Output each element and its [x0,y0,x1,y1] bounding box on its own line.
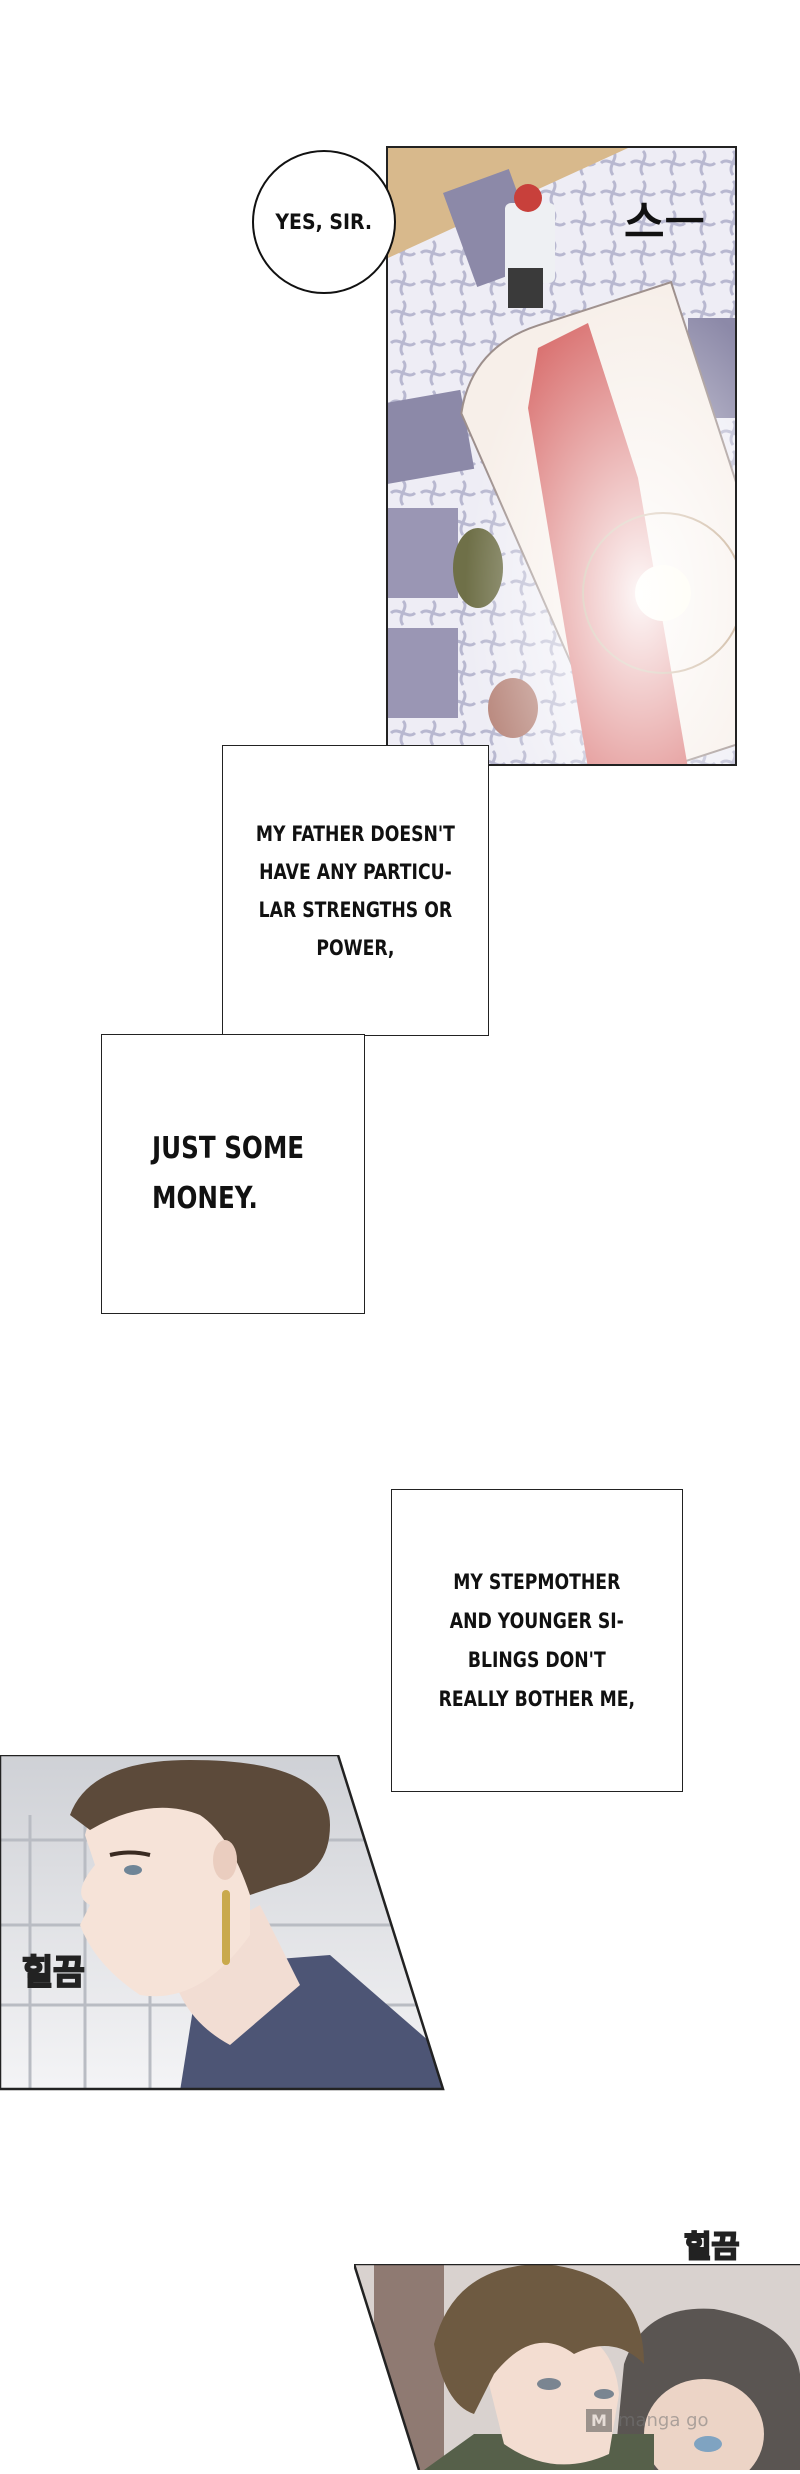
caption-text: MY STEPMOTHER AND YOUNGER SI- BLINGS DON… [438,1569,636,1711]
watermark-logo: M [586,2409,612,2432]
caption-text: JUST SOME MONEY. [152,1131,305,1216]
panel-dining-hall: 스ㅡ [386,146,737,766]
caption-box: JUST SOME MONEY. [101,1034,365,1314]
panel-young-man-and-girl: M manga go [352,2262,800,2471]
woman-illustration [0,1753,445,2091]
caption-box: MY STEPMOTHER AND YOUNGER SI- BLINGS DON… [391,1489,683,1792]
watermark: M manga go [586,2409,709,2432]
speech-bubble: YES, SIR. [252,150,396,294]
sfx-text: 스ㅡ [624,197,705,248]
speech-text: YES, SIR. [275,210,373,234]
caption-text: MY FATHER DOESN'T HAVE ANY PARTICU- LAR … [255,821,456,960]
dining-hall-illustration [388,148,735,764]
caption-box: MY FATHER DOESN'T HAVE ANY PARTICU- LAR … [222,745,489,1036]
sfx-text: 힐끔 [21,1953,86,1993]
young-man-illustration [352,2262,800,2471]
sfx-text: 힐끔 [683,2230,740,2265]
watermark-text: manga go [617,2410,709,2431]
panel-woman-profile: 힐끔 [0,1753,445,2091]
